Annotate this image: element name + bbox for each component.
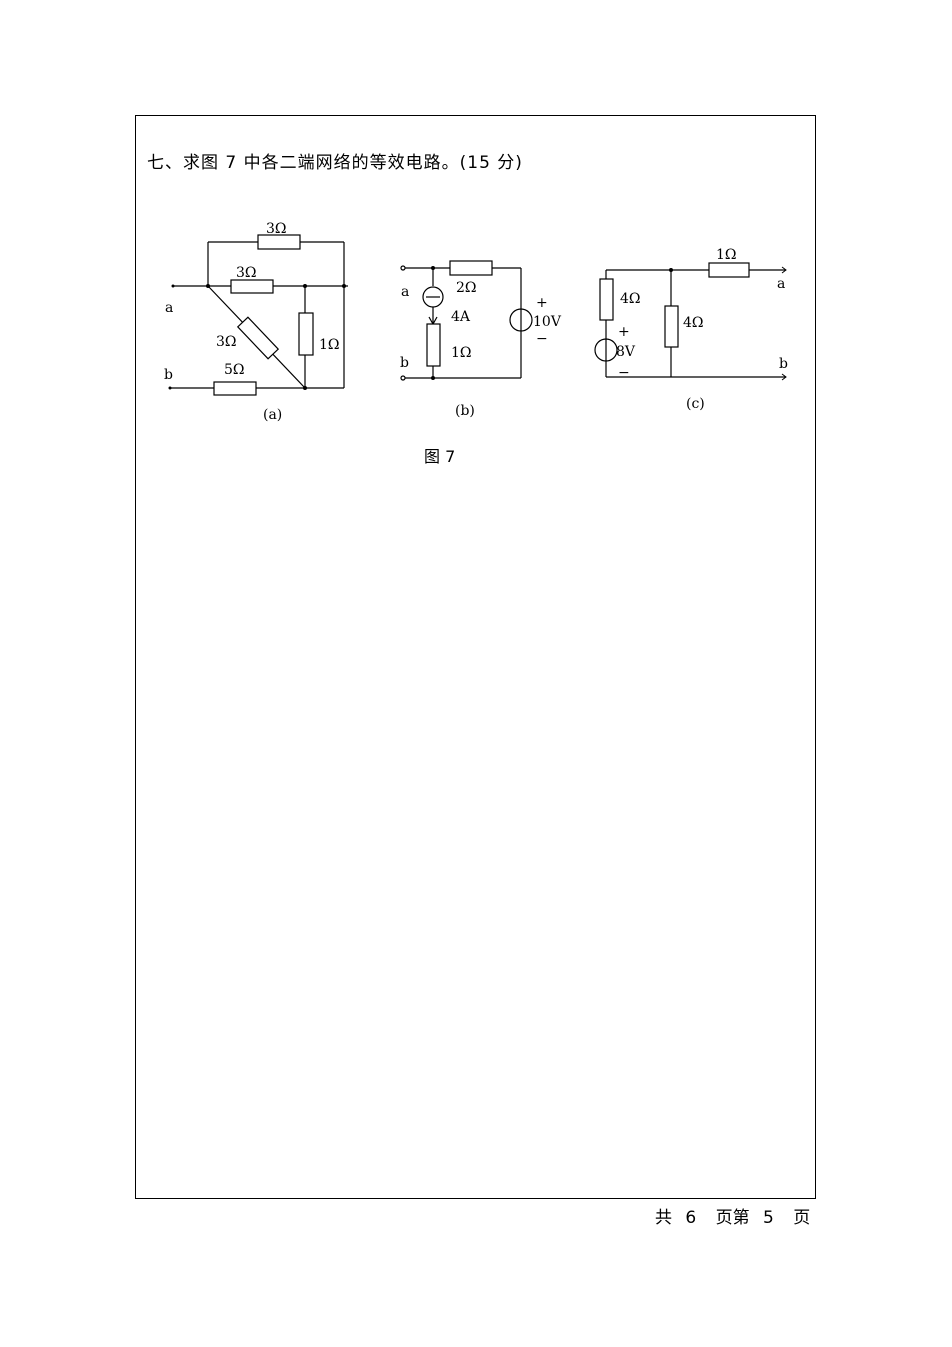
label-a-terminal-a: a	[165, 300, 173, 316]
resistor-b-bottom	[426, 323, 441, 367]
label-a-r-middle: 3Ω	[236, 265, 257, 281]
label-b-minus: −	[536, 331, 548, 347]
circuit-a	[170, 234, 348, 396]
label-c-plus: +	[618, 324, 630, 340]
label-c-minus: −	[618, 365, 630, 381]
label-b-voltage: 10V	[533, 314, 562, 330]
label-b-terminal-a: a	[401, 284, 409, 300]
label-a-r-diagonal: 3Ω	[216, 334, 237, 350]
resistor-a-diagonal	[236, 316, 280, 360]
label-c-r-left: 4Ω	[620, 291, 641, 307]
resistor-b-top	[449, 260, 493, 276]
label-b-plus: +	[536, 295, 548, 311]
footer-current-page: 5	[763, 1208, 774, 1228]
label-c-r-middle: 4Ω	[683, 315, 704, 331]
label-c-terminal-b: b	[779, 356, 788, 372]
footer-total-prefix: 共	[655, 1208, 672, 1228]
footer-page-mid: 页第	[715, 1208, 750, 1228]
resistor-c-top	[708, 262, 750, 278]
footer-page-suffix: 页	[793, 1208, 811, 1228]
footer-total-pages: 6	[685, 1208, 697, 1228]
label-b-r-bottom: 1Ω	[451, 345, 472, 361]
question-text: 七、求图 7 中各二端网络的等效电路。(15 分)	[147, 153, 523, 173]
label-a-r-bottom: 5Ω	[224, 362, 245, 378]
label-b-r-top: 2Ω	[456, 280, 477, 296]
label-a-r-right: 1Ω	[319, 337, 340, 353]
label-b-terminal-b: b	[400, 355, 409, 371]
resistor-a-bottom	[213, 381, 257, 396]
label-c-r-top: 1Ω	[716, 247, 737, 263]
label-c-terminal-a: a	[777, 276, 785, 292]
figure-caption: 图 7	[424, 447, 456, 466]
resistor-a-top	[257, 234, 301, 250]
answer-frame	[135, 115, 816, 1199]
label-b-current: 4A	[451, 309, 471, 325]
label-b-sub: (b)	[455, 403, 475, 419]
page-footer: 共 6 页第 5 页	[655, 1203, 810, 1228]
label-a-terminal-b: b	[164, 367, 173, 383]
resistor-c-middle	[664, 305, 679, 348]
label-a-sub: (a)	[263, 407, 282, 423]
label-c-sub: (c)	[686, 396, 705, 412]
circuit-b	[405, 260, 533, 379]
figure-7-circuits: 3Ω 3Ω 3Ω 1Ω 5Ω a b (a) 2Ω 4A 1Ω + 10V − …	[164, 221, 788, 423]
resistor-a-right	[298, 312, 314, 356]
circuit-c	[594, 262, 786, 378]
resistor-c-left	[599, 278, 614, 321]
label-a-r-top: 3Ω	[266, 221, 287, 237]
label-c-voltage: 8V	[616, 344, 636, 360]
resistor-a-middle	[230, 279, 274, 294]
